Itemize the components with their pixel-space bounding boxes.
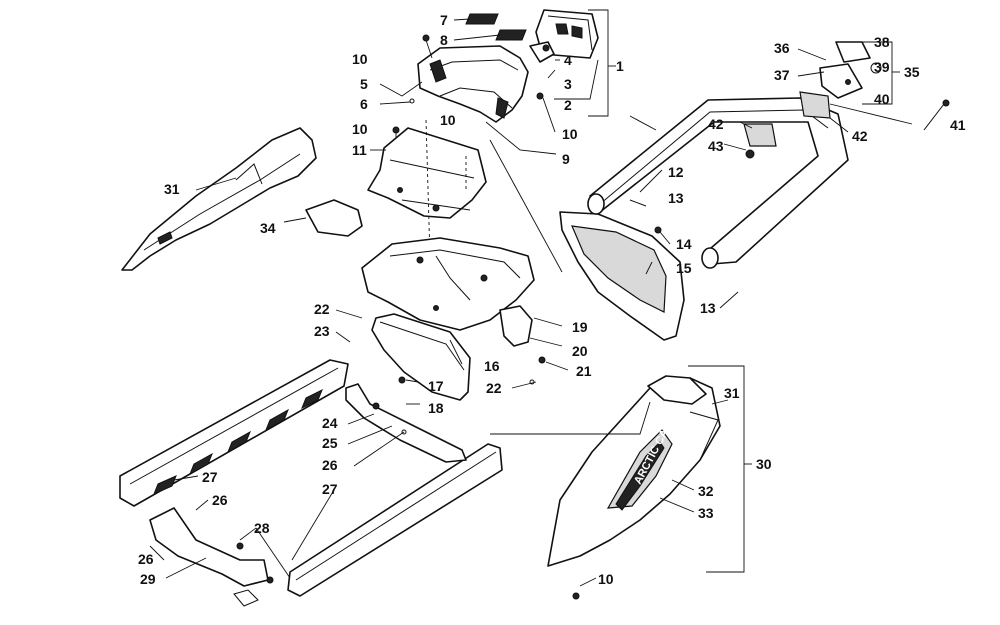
callout-42-a: 42 [708,116,724,132]
callout-37: 37 [774,67,790,83]
rail-left [119,359,349,507]
snow-flap [371,313,471,401]
callout-1: 1 [616,58,624,74]
bracket-middle [345,383,467,463]
callout-7: 7 [440,12,448,28]
callout-13-a: 13 [668,190,684,206]
pad-34 [305,199,363,237]
callout-29: 29 [140,571,156,587]
callout-8: 8 [440,32,448,48]
callout-26-b: 26 [212,492,228,508]
taillight-housing [417,45,529,123]
callout-23: 23 [314,323,330,339]
flap-bracket [499,305,533,347]
callout-10-d: 10 [562,126,578,142]
callout-40: 40 [874,91,890,107]
callout-43: 43 [708,138,724,154]
side-panel-insert [559,211,685,341]
callout-13-b: 13 [700,300,716,316]
callout-10-c: 10 [440,112,456,128]
callout-4: 4 [564,52,572,68]
callout-19: 19 [572,319,588,335]
bracket-lower [149,507,274,607]
callout-10-a: 10 [352,51,368,67]
callout-10-e: 10 [598,571,614,587]
callout-33: 33 [698,505,714,521]
callout-labels: 1 2 3 4 5 6 7 8 9 10 10 10 10 10 11 12 1… [138,12,966,587]
callout-24: 24 [322,415,338,431]
callout-39: 39 [874,59,890,75]
callout-9: 9 [562,151,570,167]
callout-35: 35 [904,64,920,80]
callout-6: 6 [360,96,368,112]
callout-36: 36 [774,40,790,56]
callout-14: 14 [676,236,692,252]
callout-21: 21 [576,363,592,379]
hitch-plate [819,41,882,99]
callout-10-b: 10 [352,121,368,137]
callout-28: 28 [254,520,270,536]
callout-5: 5 [360,76,368,92]
callout-31-a: 31 [164,181,180,197]
bracket-42a [743,123,777,147]
callout-38: 38 [874,34,890,50]
mount-bracket [367,127,487,219]
callout-41: 41 [950,117,966,133]
callout-22-b: 22 [486,380,502,396]
callout-42-b: 42 [852,128,868,144]
callout-16: 16 [484,358,500,374]
callout-17: 17 [428,378,444,394]
callout-20: 20 [572,343,588,359]
callout-34: 34 [260,220,276,236]
callout-15: 15 [676,260,692,276]
callout-22-a: 22 [314,301,330,317]
callout-25: 25 [322,435,338,451]
callout-26-c: 26 [138,551,154,567]
callout-32: 32 [698,483,714,499]
callout-30: 30 [756,456,772,472]
callout-2: 2 [564,97,572,113]
left-side-cover [121,127,317,271]
decal-pads [465,13,527,41]
callout-27-a: 27 [202,469,218,485]
right-side-cover: ARCTIC CAT [547,375,721,567]
bracket-42b [799,91,831,119]
callout-31-b: 31 [724,385,740,401]
taillight-socket [529,41,555,63]
callout-27-b: 27 [322,481,338,497]
rear-flap-base [361,237,535,331]
callout-11: 11 [352,142,367,158]
callout-3: 3 [564,76,572,92]
callout-18: 18 [428,400,444,416]
callout-26-a: 26 [322,457,338,473]
taillight-lens [535,9,599,59]
rail-right [287,443,503,597]
callout-12: 12 [668,164,684,180]
